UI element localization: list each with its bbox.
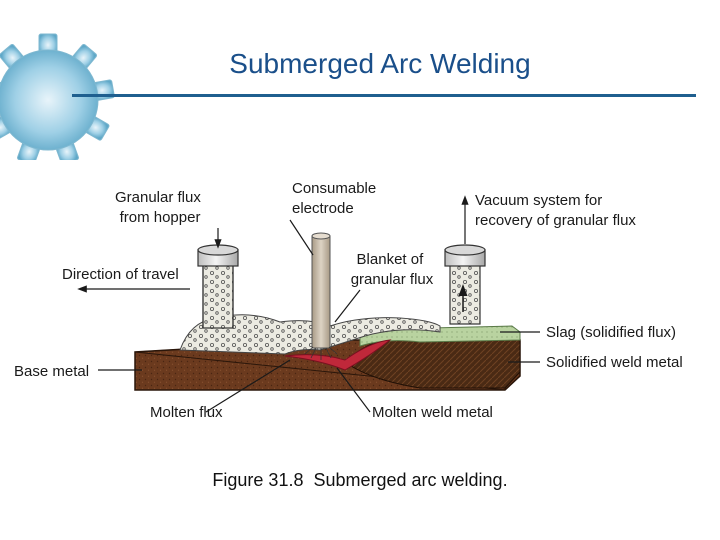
title-rule (72, 94, 696, 97)
label-solidified-weld: Solidified weld metal (546, 354, 683, 371)
label-molten-flux: Molten flux (150, 404, 223, 421)
gear-icon (0, 33, 115, 160)
flux-hopper-pipe (197, 244, 239, 329)
leader-lines (77, 195, 540, 413)
page-title: Submerged Arc Welding (229, 48, 531, 79)
label-vacuum-system: Vacuum system for recovery of granular f… (475, 192, 636, 229)
solidified-weld-bead (344, 337, 521, 389)
label-direction-of-travel: Direction of travel (62, 266, 179, 283)
consumable-electrode (304, 232, 338, 360)
label-consumable-electrode: Consumable electrode (292, 180, 380, 217)
label-molten-weld: Molten weld metal (372, 404, 493, 421)
submerged-arc-welding-diagram: Granular flux from hopper Consumable ele… (14, 180, 683, 421)
figure-caption: Figure 31.8 Submerged arc welding. (212, 470, 508, 490)
label-slag: Slag (solidified flux) (546, 324, 676, 341)
vacuum-recovery-pipe (444, 244, 486, 325)
label-granular-flux: Granular flux from hopper (115, 189, 205, 226)
label-blanket-flux: Blanket of granular flux (351, 251, 434, 288)
label-base-metal: Base metal (14, 363, 89, 380)
arc-sparks (304, 346, 338, 360)
granular-flux-mound (179, 314, 441, 355)
molten-weld-pool (284, 339, 392, 371)
